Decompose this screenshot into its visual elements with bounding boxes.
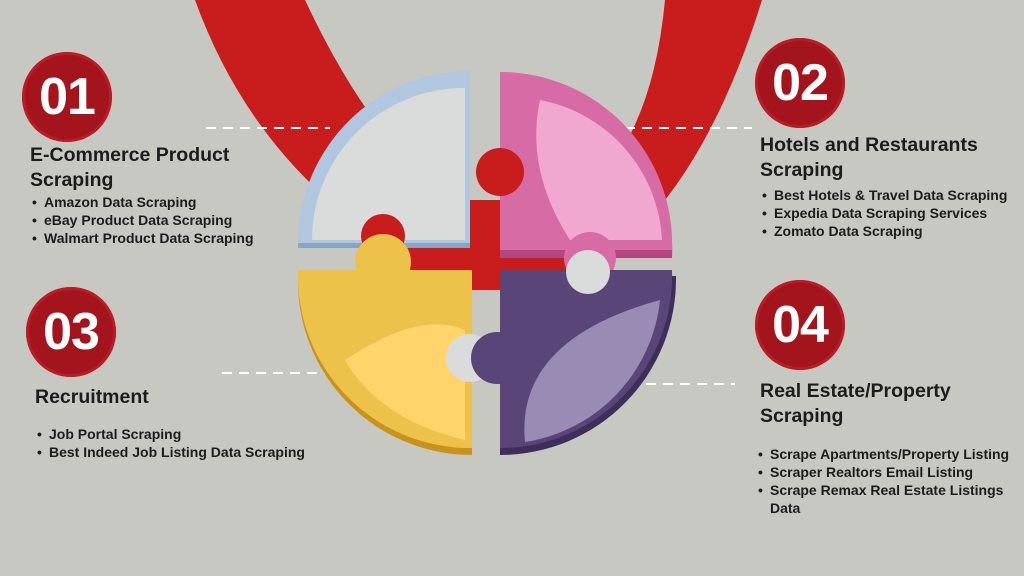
bullet-list: Scrape Apartments/Property Listing Scrap… xyxy=(756,445,1024,517)
section-hotels: Hotels and Restaurants Scraping Best Hot… xyxy=(760,133,1022,240)
bullet-list: Job Portal Scraping Best Indeed Job List… xyxy=(35,425,335,461)
bullet-list: Amazon Data Scraping eBay Product Data S… xyxy=(30,193,280,247)
section-number-badge-02: 02 xyxy=(755,38,845,128)
section-ecommerce: E-Commerce Product Scraping Amazon Data … xyxy=(30,143,280,247)
list-item: Zomato Data Scraping xyxy=(760,222,1022,240)
section-number-badge-04: 04 xyxy=(755,280,845,370)
section-title: E-Commerce Product Scraping xyxy=(30,144,230,191)
list-item: Expedia Data Scraping Services xyxy=(760,204,1022,222)
puzzle-circle xyxy=(297,71,677,456)
list-item: eBay Product Data Scraping xyxy=(30,211,280,229)
list-item: Scrape Remax Real Estate Listings Data xyxy=(756,481,1020,517)
section-real-estate: Real Estate/Property Scraping Scrape Apa… xyxy=(756,379,1024,517)
section-title: Hotels and Restaurants Scraping xyxy=(760,134,978,181)
list-item: Best Hotels & Travel Data Scraping xyxy=(760,186,1022,204)
puzzle-piece-purple xyxy=(471,250,677,455)
section-title: Recruitment xyxy=(35,386,149,408)
list-item: Scrape Apartments/Property Listing xyxy=(756,445,1024,463)
list-item: Best Indeed Job Listing Data Scraping xyxy=(35,443,335,461)
ribbon-shape xyxy=(195,0,762,290)
section-recruitment: Recruitment Job Portal Scraping Best Ind… xyxy=(35,385,335,461)
puzzle-piece-blue xyxy=(298,71,470,258)
section-number-badge-01: 01 xyxy=(22,52,112,142)
list-item: Walmart Product Data Scraping xyxy=(30,229,280,247)
list-item: Amazon Data Scraping xyxy=(30,193,280,211)
section-number-badge-03: 03 xyxy=(26,287,116,377)
bullet-list: Best Hotels & Travel Data Scraping Exped… xyxy=(760,186,1022,240)
puzzle-piece-pink xyxy=(476,71,673,284)
list-item: Scraper Realtors Email Listing xyxy=(756,463,1024,481)
list-item: Job Portal Scraping xyxy=(35,425,335,443)
section-title: Real Estate/Property Scraping xyxy=(760,380,951,427)
